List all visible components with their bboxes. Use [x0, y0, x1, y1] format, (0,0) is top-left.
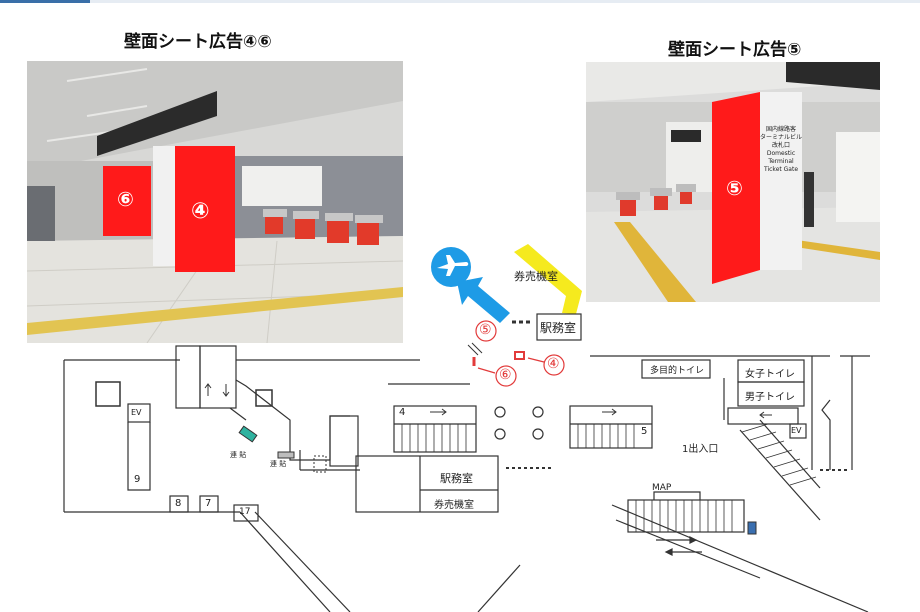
station-office-main-label: 駅務室 [440, 472, 473, 485]
number-4: 4 [399, 407, 406, 418]
ad-panel-4 [175, 146, 235, 272]
number-8: 8 [175, 498, 182, 509]
heading-right: 壁面シート広告⑤ [668, 40, 802, 60]
number-9: 9 [134, 474, 141, 485]
ticket-machine-main-label: 券売機室 [434, 500, 474, 511]
heading-left: 壁面シート広告④⑥ [124, 32, 272, 52]
contact-label-1: 連 貼 [230, 451, 247, 459]
women-toilet-label: 女子トイレ [745, 369, 795, 380]
panel-6-label: ⑥ [117, 187, 134, 211]
marker-4 [543, 354, 565, 376]
number-17: 17 [239, 507, 251, 517]
map-label: MAP [652, 483, 672, 493]
contact-label-2: 連 貼 [270, 460, 287, 468]
multipurpose-toilet-label: 多目的トイレ [650, 366, 705, 376]
number-5: 5 [641, 426, 648, 437]
pillar-sign-line5: Ticket Gate [763, 166, 799, 173]
highlighted-corridor [514, 244, 582, 314]
marker-4-label: ④ [547, 356, 560, 372]
marker-6 [495, 365, 517, 387]
pillar-sign-line1: 国内線路客 [765, 126, 796, 133]
direction-arrow [457, 277, 510, 323]
number-7: 7 [205, 498, 212, 509]
top-rule [0, 0, 920, 3]
marker-6-label: ⑥ [499, 367, 512, 383]
pillar-sign-line3: 改札口 [771, 142, 790, 149]
ad-panel-5 [712, 92, 760, 284]
panel-4-label: ④ [191, 199, 210, 224]
top-rule-accent [0, 0, 90, 3]
pillar-sign-line2: ターミナルビル [760, 134, 803, 141]
ev-left-label: EV [131, 408, 142, 417]
marker-5 [475, 320, 497, 342]
panel-5-label: ⑤ [726, 176, 743, 200]
ev-right-label: EV [791, 426, 802, 435]
ticket-machine-room-top: 券売機室 [514, 270, 558, 283]
photo-left: ⑥ ④ [27, 61, 403, 343]
airplane-icon [431, 247, 471, 287]
station-office-top-label: 駅務室 [540, 321, 577, 335]
pillar-sign: 国内線路客 ターミナルビル 改札口 Domestic Terminal Tick… [760, 126, 802, 174]
men-toilet-label: 男子トイレ [745, 392, 795, 403]
photo-right: ⑤ 国内線路客 ターミナルビル 改札口 Domestic Terminal Ti… [586, 62, 880, 302]
exit-1-label: 1出入口 [682, 444, 719, 455]
station-office-top [536, 313, 582, 341]
marker-5-label: ⑤ [479, 322, 492, 338]
pillar-sign-line4: Domestic Terminal [766, 150, 796, 165]
ad-panel-6 [103, 166, 151, 236]
